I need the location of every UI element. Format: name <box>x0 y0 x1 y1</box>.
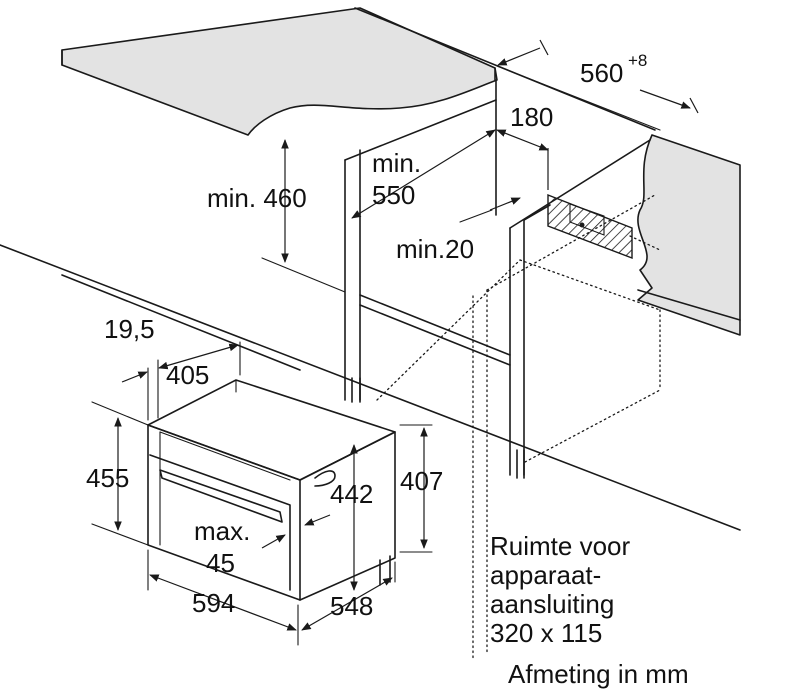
connection-note-line2: apparaat- <box>490 560 601 590</box>
label-appliance-width: 594 <box>192 588 235 618</box>
dimension-labels: 560 +8 180 min. 460 min. 550 min.20 19,5… <box>86 51 647 621</box>
label-min-height-above: min. 460 <box>207 183 307 213</box>
worktop-left <box>61 7 498 136</box>
label-rear-gap: 180 <box>510 102 553 132</box>
label-max-value: 45 <box>206 548 235 578</box>
label-min-depth-line1: min. <box>372 148 421 178</box>
connection-note: Ruimte voor apparaat- aansluiting 320 x … <box>490 531 630 648</box>
label-appliance-depth: 548 <box>330 591 373 621</box>
connection-space <box>547 193 633 260</box>
label-inner-height: 442 <box>330 479 373 509</box>
label-niche-height: 407 <box>400 466 443 496</box>
cabinet-niche <box>344 79 651 479</box>
label-appliance-height: 455 <box>86 463 129 493</box>
connection-note-line4: 320 x 115 <box>490 618 602 648</box>
worktop-right <box>637 134 741 336</box>
label-cabinet-width-tolerance: +8 <box>628 51 647 70</box>
dimension-lines <box>91 39 699 646</box>
label-cabinet-width: 560 <box>580 58 623 88</box>
label-max: max. <box>194 516 250 546</box>
wall-lines <box>0 7 741 531</box>
label-min-gap: min.20 <box>396 234 474 264</box>
appliance-volume-outline <box>376 194 661 661</box>
appliance-oven <box>147 379 396 601</box>
label-front-offset: 19,5 <box>104 314 155 344</box>
connection-note-line1: Ruimte voor <box>490 531 630 561</box>
label-min-depth-line2: 550 <box>372 180 415 210</box>
units-note: Afmeting in mm <box>508 659 689 689</box>
connection-note-line3: aansluiting <box>490 589 614 619</box>
label-inner-depth: 405 <box>166 360 209 390</box>
